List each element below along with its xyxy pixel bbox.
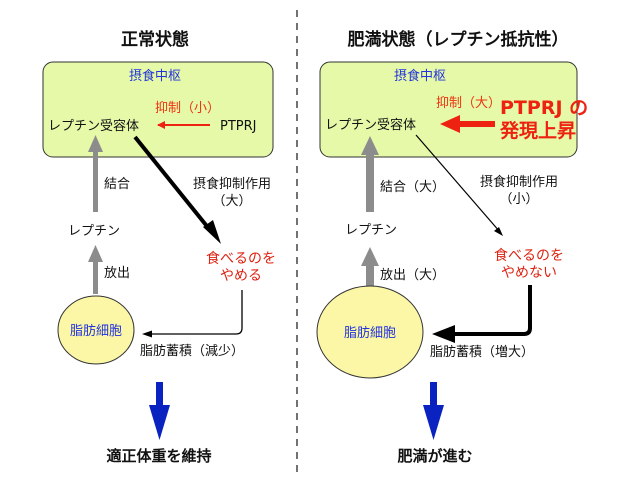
left-suppression-arrow (133, 135, 221, 244)
left-result-arrow (149, 382, 170, 440)
left-feeding-center-label: 摂食中枢 (129, 68, 181, 84)
left-ptprj-label: PTPRJ (220, 119, 257, 134)
left-accumulation-arrow (142, 290, 243, 338)
right-inhibit-label: 抑制（大） (436, 96, 501, 111)
left-fat-cell (57, 295, 135, 365)
right-fat-cell-label: 脂肪細胞 (344, 325, 396, 341)
right-fat-cell (316, 285, 424, 379)
left-binding-arrow (88, 135, 103, 212)
left-inhibit-label: 抑制（小） (155, 101, 220, 116)
right-title: 肥満状態（レプチン抵抗性） (348, 29, 569, 50)
right-ptprj-line1: PTPRJ の (500, 97, 588, 119)
left-effect-strength: （大） (212, 194, 251, 209)
left-behavior-line1: 食べるのを (206, 250, 276, 267)
left-release-arrow (88, 245, 103, 294)
right-effect-label: 摂食抑制作用 (480, 174, 558, 190)
right-feeding-center-label: 摂食中枢 (394, 68, 446, 84)
right-feeding-center-box (319, 61, 578, 158)
right-result-arrow (423, 382, 444, 440)
left-release-label: 放出 (104, 266, 130, 281)
right-inhibit-arrow (440, 115, 495, 133)
left-receptor-label: レプチン受容体 (48, 118, 139, 134)
right-behavior-line1: 食べるのを (494, 247, 564, 264)
right-binding-arrow (361, 136, 379, 212)
right-behavior-line2: やめない (501, 265, 557, 281)
left-behavior-line2: やめる (220, 268, 262, 284)
right-accumulation-label: 脂肪蓄積（増大） (430, 344, 534, 360)
right-binding-label: 結合（大） (380, 180, 445, 195)
right-leptin-label: レプチン (345, 223, 397, 238)
right-effect-strength: （小） (499, 192, 538, 207)
left-title: 正常状態 (121, 29, 189, 50)
left-leptin-label: レプチン (68, 224, 120, 239)
left-fat-cell-label: 脂肪細胞 (70, 323, 122, 339)
left-result-label: 適正体重を維持 (106, 447, 211, 465)
left-accumulation-label: 脂肪蓄積（減少） (140, 343, 244, 359)
right-release-label: 放出（大） (380, 268, 445, 283)
right-accumulation-arrow (432, 285, 532, 343)
left-binding-label: 結合 (104, 177, 130, 192)
left-feeding-center-box (42, 61, 274, 158)
left-effect-label: 摂食抑制作用 (193, 176, 271, 192)
right-ptprj-line2: 発現上昇 (499, 119, 576, 142)
right-receptor-label: レプチン受容体 (325, 117, 416, 133)
right-release-arrow (361, 247, 379, 296)
right-suppression-arrow (415, 134, 503, 236)
right-result-label: 肥満が進む (397, 447, 472, 465)
